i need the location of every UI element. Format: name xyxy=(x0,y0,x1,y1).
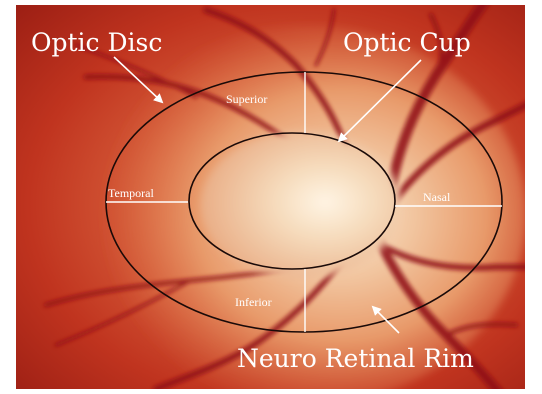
neuro-retinal-rim-label: Neuro Retinal Rim xyxy=(237,344,474,373)
optic-cup-label: Optic Cup xyxy=(343,28,471,57)
sector-label-inferior: Inferior xyxy=(235,295,272,309)
sector-label-superior: Superior xyxy=(226,92,267,106)
sector-label-temporal: Temporal xyxy=(108,186,154,200)
retina-image: Superior Inferior Temporal Nasal Optic D… xyxy=(16,5,525,389)
fundus-photograph: Superior Inferior Temporal Nasal Optic D… xyxy=(16,5,525,389)
sector-label-nasal: Nasal xyxy=(423,190,451,204)
optic-disc-label: Optic Disc xyxy=(31,28,162,57)
